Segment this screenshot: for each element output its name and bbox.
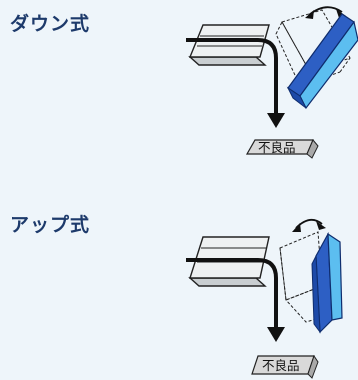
flow-arrow: [186, 258, 285, 342]
section-title-up: アップ式: [10, 214, 91, 236]
conveyor-belt: [188, 236, 270, 287]
down-type-diagram: 不良品: [186, 6, 358, 159]
bin-label: 不良品: [258, 140, 296, 155]
diverter-gate: [286, 13, 358, 110]
up-type-diagram: 不良品: [186, 218, 343, 379]
reject-bin: 不良品: [245, 139, 319, 159]
rotation-arrow-icon: [292, 218, 326, 232]
diverter-gate: [311, 231, 343, 334]
section-title-down: ダウン式: [10, 13, 91, 35]
bin-label: 不良品: [262, 358, 300, 373]
flow-arrow: [186, 38, 285, 128]
reject-bin: 不良品: [251, 354, 319, 379]
conveyor-belt: [188, 24, 270, 66]
